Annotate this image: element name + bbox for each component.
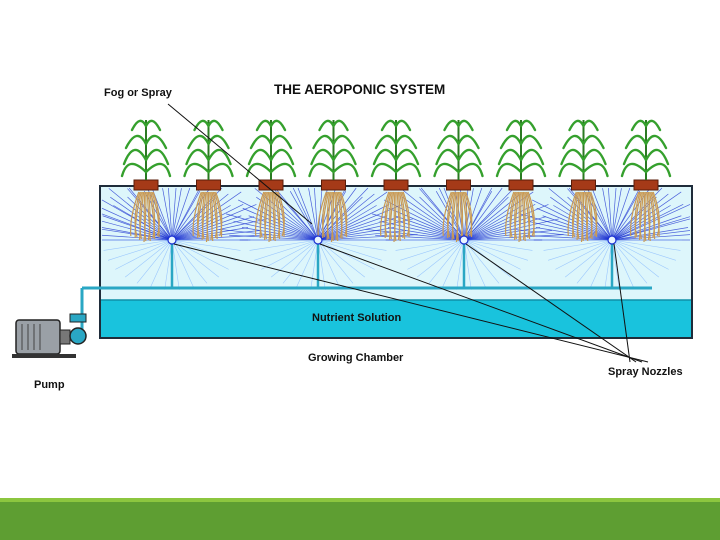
nutrient-solution-label: Nutrient Solution [312, 312, 401, 324]
spray-nozzle [314, 236, 322, 244]
diagram-title: THE AEROPONIC SYSTEM [274, 82, 445, 97]
pump-label: Pump [34, 379, 65, 391]
aeroponic-diagram: THE AEROPONIC SYSTEM Fog or Spray Nutrie… [12, 68, 708, 430]
spray-nozzle [460, 236, 468, 244]
footer-accent-stripe [0, 498, 720, 502]
growing-chamber-label: Growing Chamber [308, 352, 404, 364]
spray-nozzle [608, 236, 616, 244]
fog-or-spray-label: Fog or Spray [104, 87, 173, 99]
footer-band [0, 498, 720, 540]
spray-nozzles-label: Spray Nozzles [608, 366, 683, 378]
spray-nozzle [168, 236, 176, 244]
pump-icon [12, 314, 86, 358]
